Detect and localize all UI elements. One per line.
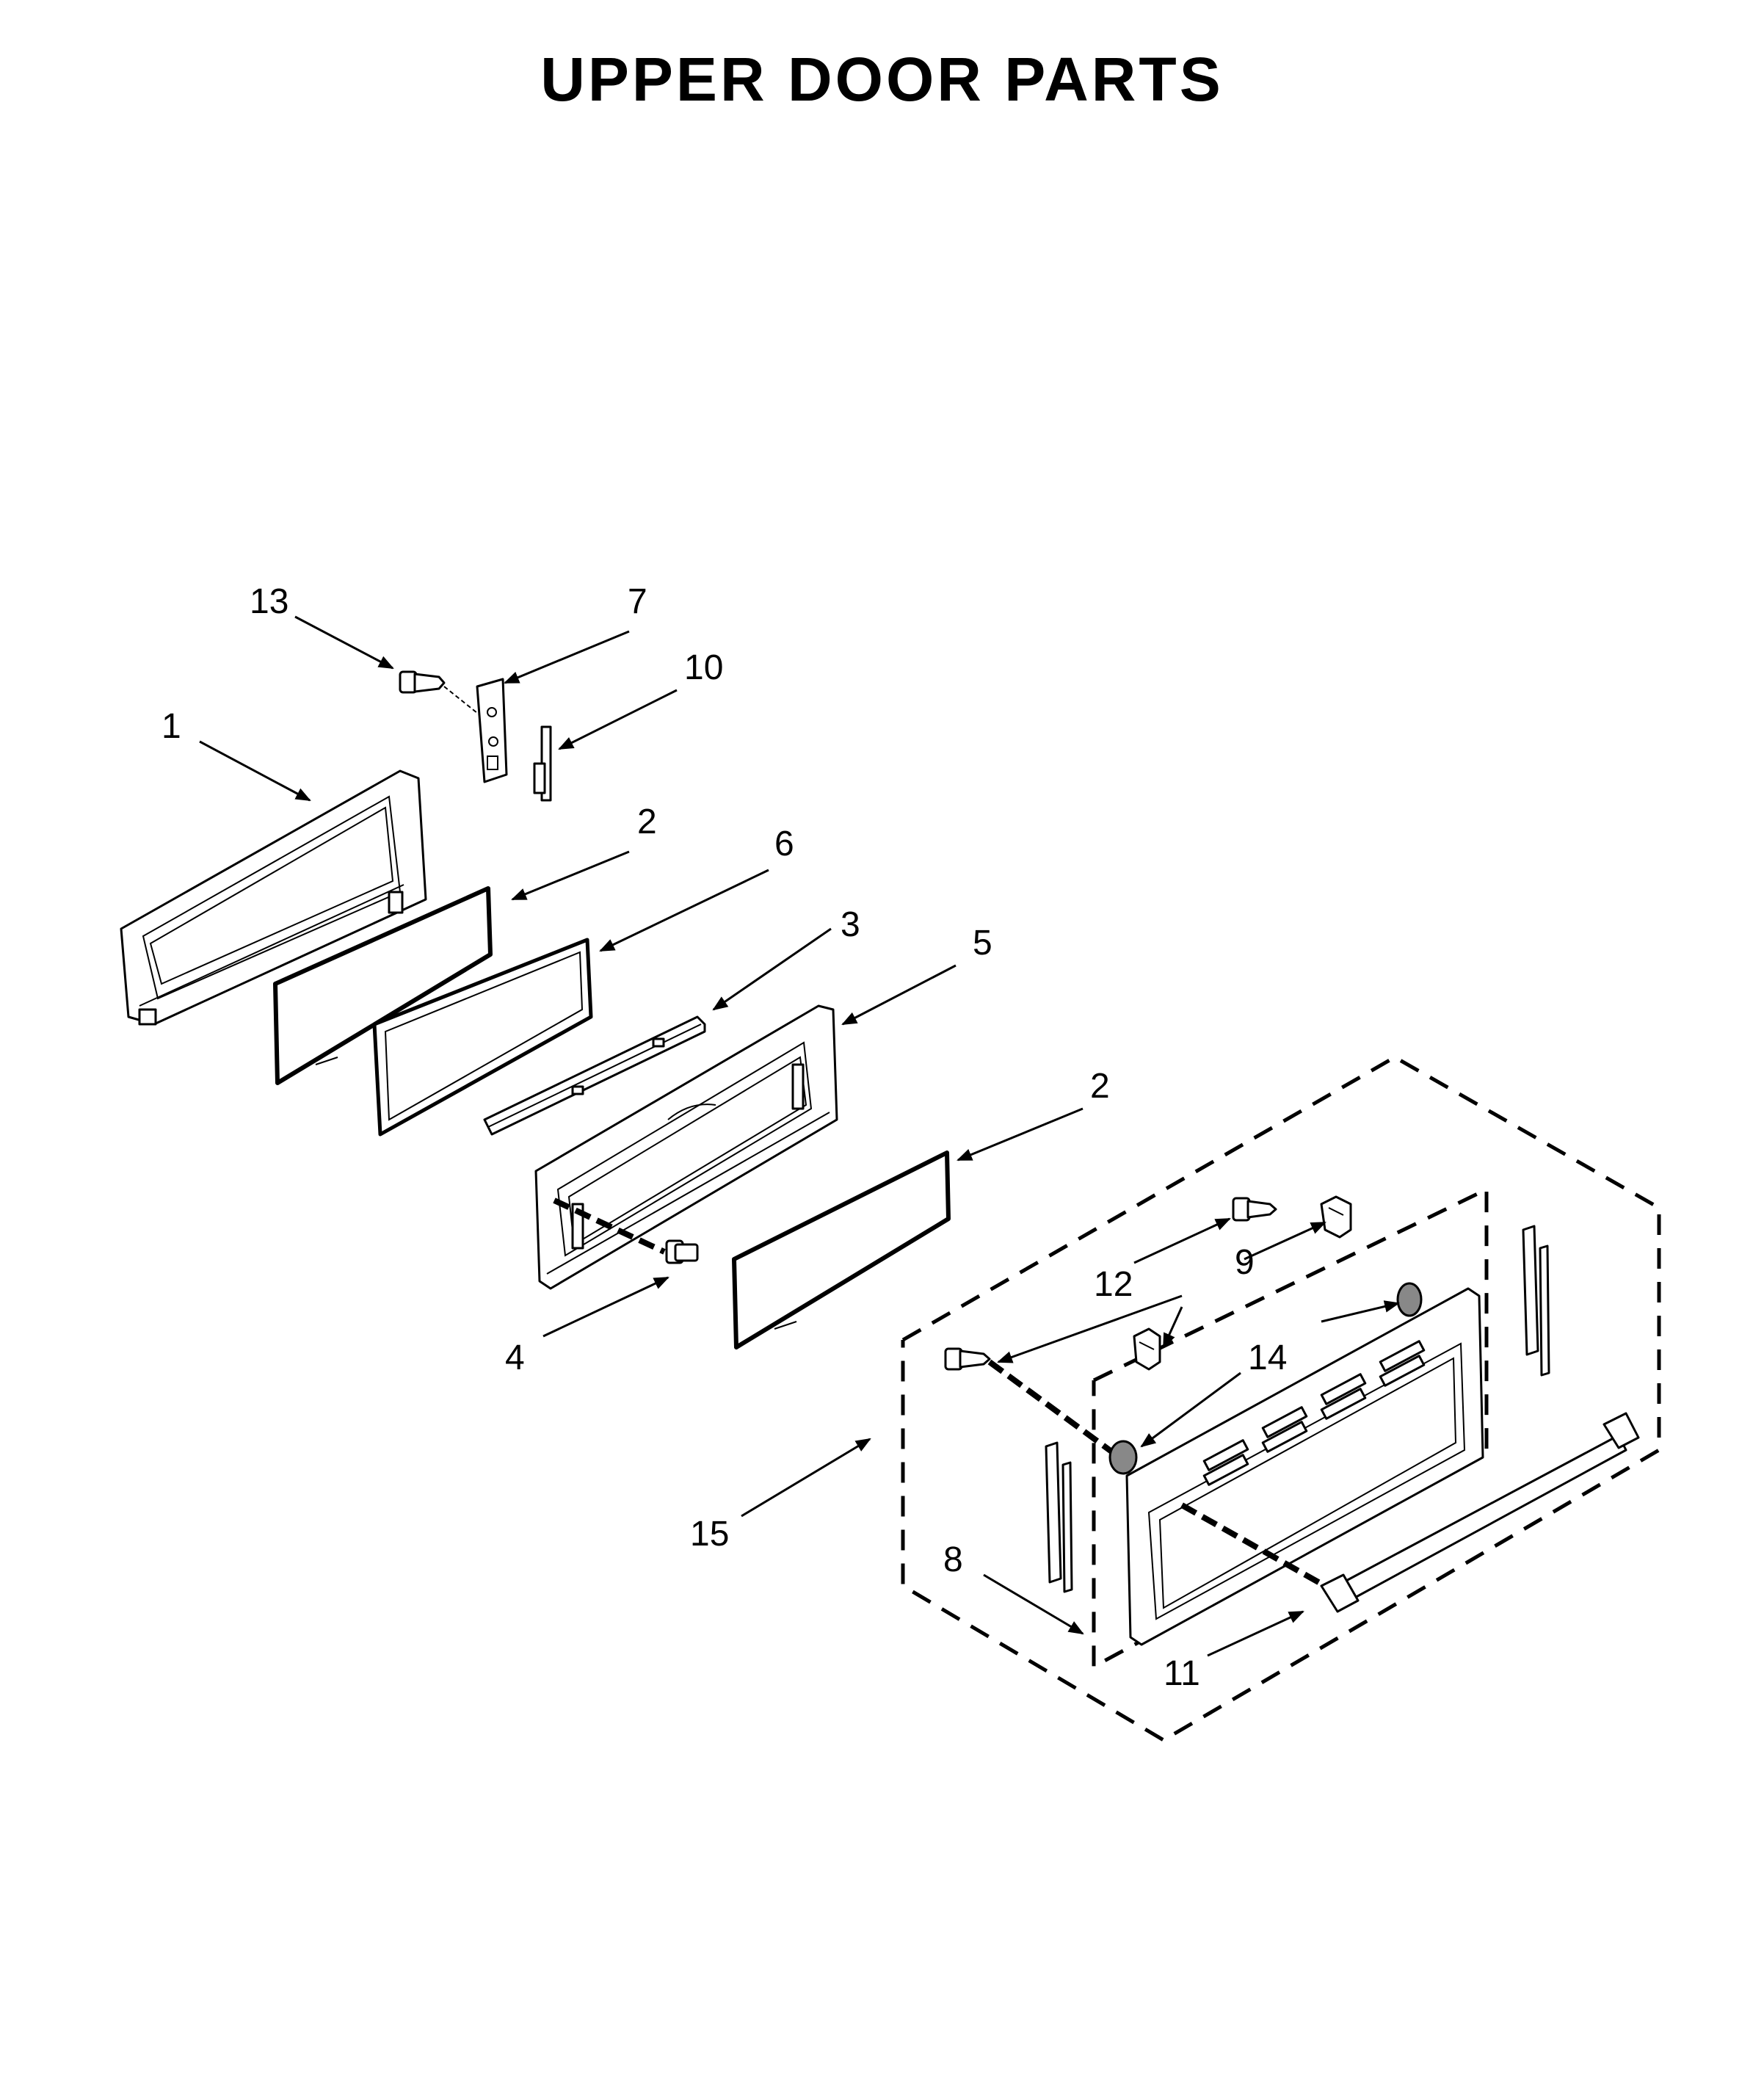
screw-part-12b (944, 1347, 1122, 1460)
hinge-plate-part (476, 678, 508, 783)
callout-8: 8 (943, 1540, 963, 1579)
callout-12: 12 (1094, 1265, 1133, 1304)
callout-2-lower: 2 (1090, 1067, 1110, 1106)
callout-labels: 13 7 10 1 2 6 3 5 2 4 9 12 14 15 8 11 (161, 582, 1287, 1693)
side-trim-left (1045, 1441, 1073, 1593)
glass-gasket-part (372, 938, 593, 1137)
inner-door-frame-part (120, 769, 427, 1026)
callout-2-upper: 2 (637, 802, 657, 841)
hinge-part (533, 725, 552, 802)
callout-10: 10 (684, 648, 723, 687)
outer-door-panel-part (1125, 1287, 1484, 1646)
outer-door-frame-part (534, 1004, 838, 1290)
screw-part-13 (399, 670, 482, 717)
callout-15: 15 (690, 1515, 729, 1554)
clip-part-9b (1133, 1327, 1161, 1371)
door-glass-part (273, 886, 493, 1085)
leader-lines (199, 615, 1401, 1657)
bumper-part-14a (1396, 1282, 1423, 1317)
side-trim-right (1522, 1225, 1550, 1377)
callout-13: 13 (250, 582, 288, 621)
callout-5: 5 (973, 924, 992, 963)
clip-part-9a (1320, 1195, 1352, 1239)
callout-14: 14 (1248, 1338, 1287, 1377)
callout-11: 11 (1164, 1654, 1200, 1693)
callout-4: 4 (505, 1338, 525, 1377)
callout-6: 6 (774, 825, 794, 863)
screw-part-4 (553, 1197, 699, 1264)
callout-9: 9 (1235, 1243, 1255, 1282)
callout-3: 3 (841, 905, 860, 944)
callout-1: 1 (161, 707, 181, 746)
door-handle-part (1180, 1412, 1640, 1613)
glass-retainer-part (483, 1015, 706, 1136)
door-glass-part-lower (732, 1150, 951, 1349)
screw-part-12a (1232, 1197, 1277, 1222)
callout-7: 7 (628, 582, 647, 621)
vent-slots (1202, 1340, 1426, 1486)
bumper-part-14b (1108, 1440, 1138, 1475)
page-title: UPPER DOOR PARTS (540, 45, 1224, 114)
